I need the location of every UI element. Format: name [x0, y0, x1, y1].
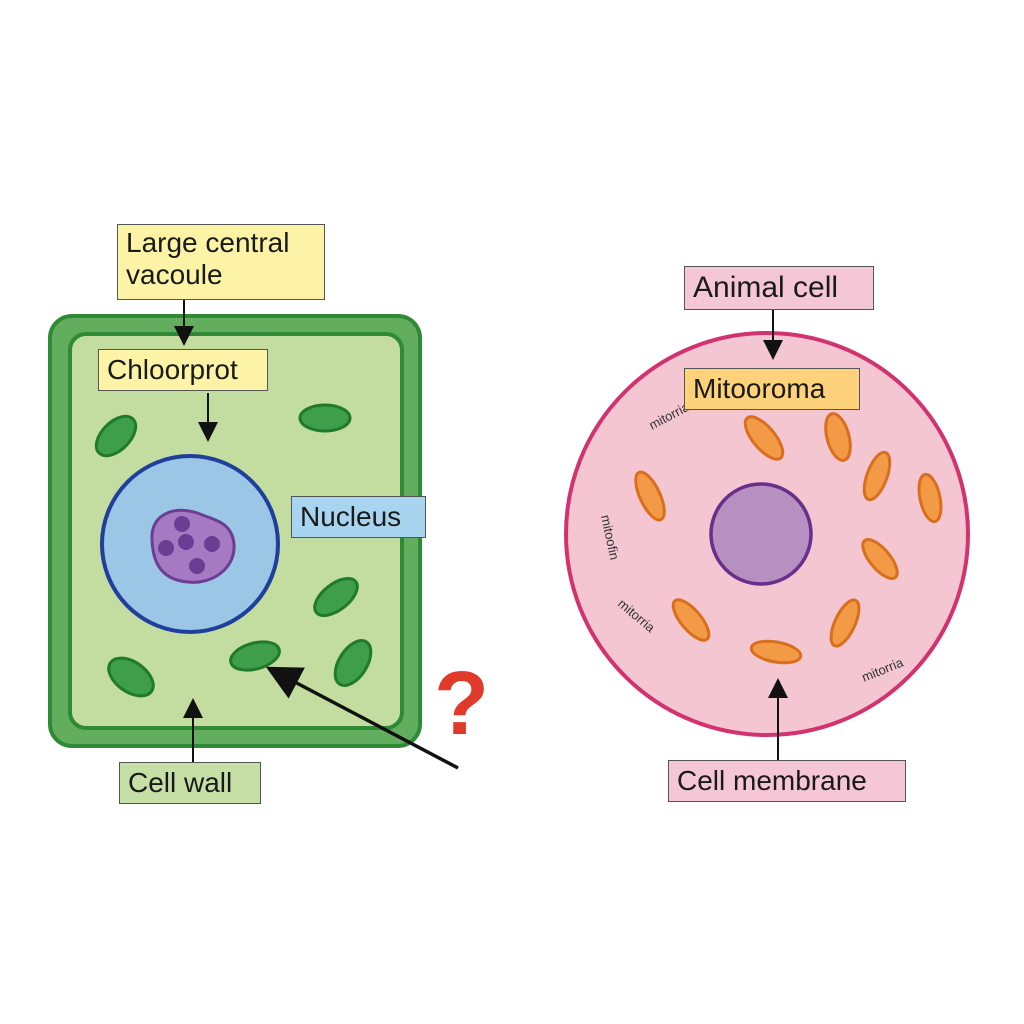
vacuole-label: Large central vacoule — [117, 224, 325, 300]
nucleolus — [150, 508, 236, 584]
chloroplast — [313, 577, 359, 617]
chromatin-dot — [204, 536, 220, 552]
mitochondrion — [824, 412, 852, 462]
mitochondrion — [829, 598, 861, 648]
mitochondrion — [671, 598, 711, 642]
mitochondrion — [749, 639, 803, 665]
chromatin-dot — [158, 540, 174, 556]
chromatin-dot — [189, 558, 205, 574]
chloroplast — [94, 414, 138, 458]
mitochondrion — [917, 472, 943, 524]
nucleus-label: Nucleus — [291, 496, 426, 538]
animal-nucleus — [709, 482, 813, 586]
chloroplast — [333, 639, 373, 687]
animal-cell-title-label: Animal cell — [684, 266, 874, 310]
chromatin-dot — [174, 516, 190, 532]
chloroplast — [229, 640, 281, 672]
chloroplast — [298, 403, 352, 433]
question-mark: ? — [434, 654, 489, 754]
cell-membrane-label: Cell membrane — [668, 760, 906, 802]
chloroplast-label: Chloorprot — [98, 349, 268, 391]
mitochondrion — [862, 450, 892, 502]
mitochondrion — [861, 538, 899, 580]
pointer-arrow — [265, 666, 459, 770]
mitochondria-label: Mitooroma — [684, 368, 860, 410]
chloroplast — [107, 656, 155, 698]
cell-wall-label: Cell wall — [119, 762, 261, 804]
chromatin-dot — [178, 534, 194, 550]
animal-cell: mitorria mitoofin mitorria mitorria — [564, 309, 970, 760]
mitochondrion — [743, 415, 785, 461]
mitochondrion — [634, 470, 666, 522]
